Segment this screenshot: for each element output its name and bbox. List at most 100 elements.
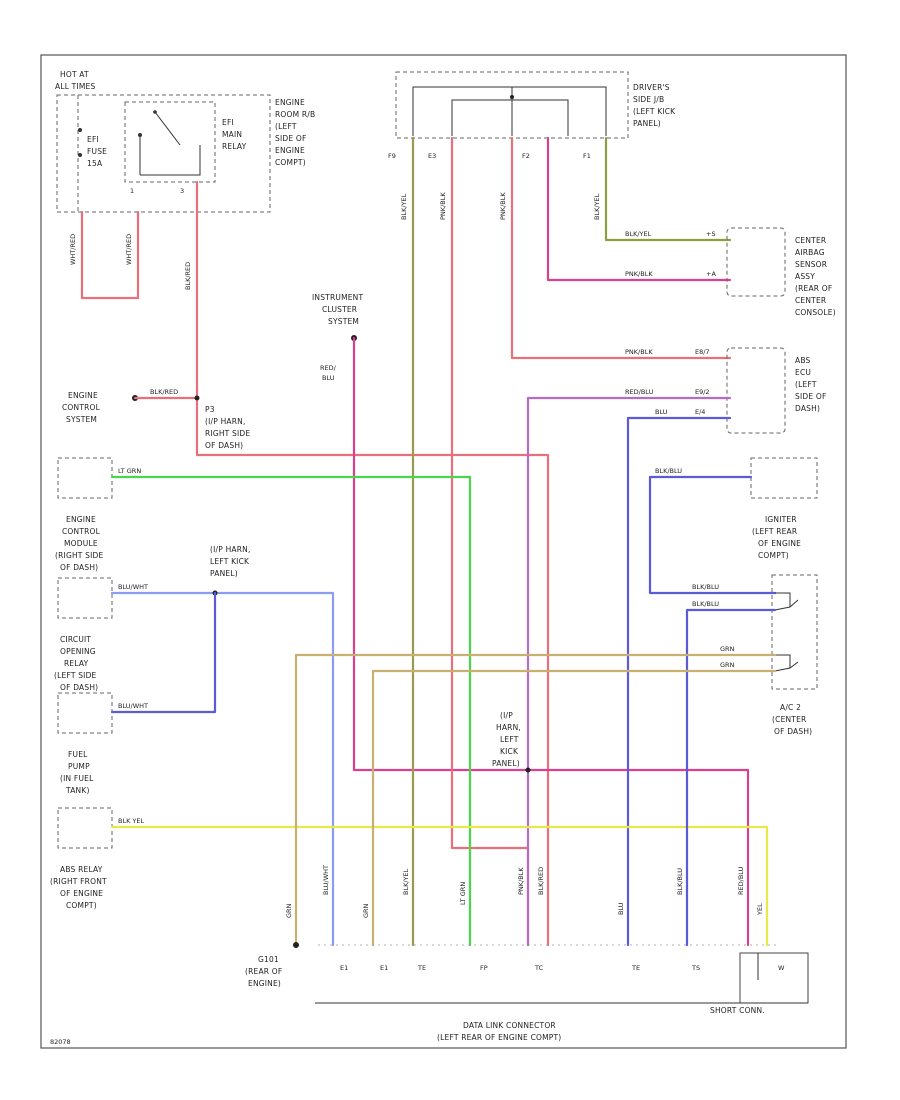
wire-label-f1: BLK/YEL: [593, 193, 601, 220]
wire-label-f2: PNK/BLK: [499, 192, 507, 220]
wire-label-cor: BLU/WHT: [118, 583, 148, 591]
svg-text:OF DASH): OF DASH): [60, 683, 98, 692]
lt-grn-ecm-wire: [110, 475, 472, 947]
svg-text:ENGINE: ENGINE: [275, 146, 305, 155]
abs-pin-2: E9/2: [695, 388, 710, 396]
diagram-border: [40, 54, 847, 1049]
pnk-blk-e3-wire: [450, 136, 530, 947]
wire-label-red-blu: RED/ BLU: [320, 364, 337, 382]
svg-text:ABS RELAY: ABS RELAY: [60, 865, 103, 874]
svg-text:SYSTEM: SYSTEM: [328, 317, 359, 326]
svg-text:(REAR OF: (REAR OF: [245, 967, 282, 976]
svg-text:E1: E1: [380, 964, 388, 972]
svg-text:COMPT): COMPT): [66, 901, 97, 910]
relay-internal-path: [140, 145, 201, 176]
svg-text:DRIVER'S: DRIVER'S: [633, 83, 670, 92]
fuel-pump-box: [57, 692, 113, 734]
jb-bus-outer: [412, 86, 607, 136]
svg-text:LEFT KICK: LEFT KICK: [210, 557, 250, 566]
wire-label-abs-relay: BLK YEL: [118, 817, 144, 825]
svg-text:OPENING: OPENING: [60, 647, 96, 656]
ac2-switch-2: [774, 654, 799, 672]
svg-text:PANEL): PANEL): [210, 569, 238, 578]
engine-control-system-label: ENGINE CONTROL SYSTEM: [62, 391, 101, 424]
wire-label-ac2-4: GRN: [720, 661, 735, 669]
svg-text:OF DASH): OF DASH): [774, 727, 812, 736]
svg-text:TS: TS: [691, 964, 700, 972]
svg-text:OF DASH): OF DASH): [205, 441, 243, 450]
wht-red-loop-wire: [80, 210, 140, 300]
svg-text:SIDE OF: SIDE OF: [275, 134, 307, 143]
pnk-blk-f2-abs-wire: [510, 136, 732, 360]
igniter-box: [750, 457, 818, 499]
fuse-node-top: [78, 128, 82, 132]
svg-text:BLU: BLU: [322, 374, 335, 382]
svg-text:ECU: ECU: [795, 368, 811, 377]
svg-text:TE: TE: [417, 964, 426, 972]
svg-text:SYSTEM: SYSTEM: [66, 415, 97, 424]
svg-text:DATA LINK CONNECTOR: DATA LINK CONNECTOR: [463, 1021, 556, 1030]
svg-text:YEL: YEL: [756, 903, 764, 916]
svg-text:CONTROL: CONTROL: [62, 403, 101, 412]
svg-text:ENGINE): ENGINE): [248, 979, 281, 988]
ip-harn-left-top-label: (I/P HARN, LEFT KICK PANEL): [210, 545, 251, 578]
wire-label-ecm: LT GRN: [118, 467, 141, 475]
blk-yel-f1-wire: [604, 136, 732, 242]
engine-room-rb-box: [56, 94, 271, 213]
abs-pin-1: E8/7: [695, 348, 710, 356]
wire-label-abs-1: PNK/BLK: [625, 348, 653, 356]
svg-text:CIRCUIT: CIRCUIT: [60, 635, 91, 644]
wire-label-wht-red-2: WHT/RED: [125, 234, 133, 265]
engine-control-module-box: [57, 457, 113, 499]
wire-label-abs-2: RED/BLU: [625, 388, 654, 396]
svg-text:(I/P HARN,: (I/P HARN,: [210, 545, 251, 554]
short-conn-label: SHORT CONN.: [710, 1006, 765, 1015]
pnk-blk-airbag-wire: [546, 136, 732, 282]
svg-text:(RIGHT FRONT: (RIGHT FRONT: [50, 877, 107, 886]
blu-wht-fp-wire: [110, 591, 217, 714]
svg-text:CENTER: CENTER: [795, 236, 826, 245]
ac2-switch-1: [774, 592, 799, 611]
efi-main-relay-box: [124, 101, 216, 183]
circuit-opening-relay-label: CIRCUIT OPENING RELAY (LEFT SIDE OF DASH…: [54, 635, 98, 692]
ip-harn-left-mid-label: (I/P HARN, LEFT KICK PANEL): [492, 711, 521, 768]
red-blu-abs-wire: [526, 396, 732, 947]
blu-abs-wire: [626, 416, 732, 947]
svg-text:(LEFT KICK: (LEFT KICK: [633, 107, 676, 116]
svg-text:BLK/YEL: BLK/YEL: [402, 868, 410, 895]
wire-label-e3: PNK/BLK: [439, 192, 447, 220]
grn-ac2-wire-1: [294, 653, 777, 947]
svg-text:KICK: KICK: [500, 747, 519, 756]
jb-pin-f1: F1: [583, 152, 591, 160]
splice-ip-harn-left-kick: [525, 767, 531, 773]
svg-text:EFI: EFI: [87, 135, 99, 144]
blk-blu-igniter-wire: [648, 475, 777, 595]
instrument-cluster-label: INSTRUMENT CLUSTER SYSTEM: [312, 293, 363, 326]
abs-pin-3: E/4: [695, 408, 705, 416]
svg-text:PUMP: PUMP: [68, 762, 90, 771]
center-airbag-sensor-label: CENTER AIRBAG SENSOR ASSY (REAR OF CENTE…: [795, 236, 836, 317]
svg-text:ENGINE: ENGINE: [275, 98, 305, 107]
svg-text:OF ENGINE: OF ENGINE: [758, 539, 801, 548]
relay-pin-1: 1: [130, 187, 134, 195]
svg-text:BLU/WHT: BLU/WHT: [322, 865, 330, 895]
dlc-pin-labels: E1 E1 TE FP TC TE TS W: [340, 964, 785, 972]
svg-text:G101: G101: [258, 955, 279, 964]
svg-text:ASSY: ASSY: [795, 272, 815, 281]
wire-label-f9: BLK/YEL: [400, 193, 408, 220]
jb-pin-f9: F9: [388, 152, 396, 160]
wire-label-wht-red-1: WHT/RED: [69, 234, 77, 265]
wire-label-airbag-2: PNK/BLK: [625, 270, 653, 278]
svg-text:RED/BLU: RED/BLU: [737, 866, 745, 895]
short-connector-box: [739, 952, 809, 1004]
svg-text:FUSE: FUSE: [87, 147, 107, 156]
ac2-label: A/C 2 (CENTER OF DASH): [772, 703, 812, 736]
svg-text:BLU: BLU: [617, 902, 625, 915]
svg-text:(LEFT: (LEFT: [275, 122, 297, 131]
blk-red-relay-output-wire: [195, 180, 550, 947]
svg-text:(CENTER: (CENTER: [772, 715, 806, 724]
svg-text:PANEL): PANEL): [633, 119, 661, 128]
svg-text:INSTRUMENT: INSTRUMENT: [312, 293, 363, 302]
svg-text:BLK/BLU: BLK/BLU: [676, 868, 684, 895]
svg-text:RIGHT SIDE: RIGHT SIDE: [205, 429, 250, 438]
